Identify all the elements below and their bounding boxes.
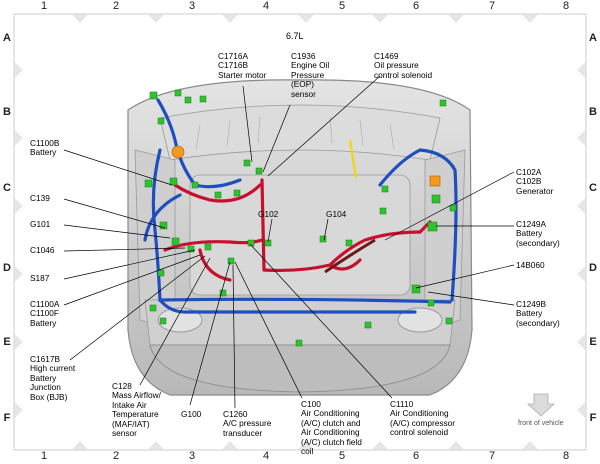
label-g104: G104: [326, 209, 347, 219]
row-d-left: D: [3, 262, 11, 274]
row-f-right: F: [589, 412, 597, 424]
col-8-top: 8: [562, 0, 570, 12]
row-f-left: F: [3, 412, 11, 424]
col-6-bottom: 6: [412, 450, 420, 462]
row-c-left: C: [3, 182, 11, 194]
row-a-right: A: [589, 32, 597, 44]
row-d-right: D: [589, 262, 597, 274]
label-c139: C139: [30, 193, 50, 203]
label-c100: C100 Air Conditioning (A/C) clutch and A…: [301, 399, 362, 457]
blue-harness: [143, 98, 458, 314]
col-3-top: 3: [188, 0, 196, 12]
col-5-top: 5: [338, 0, 346, 12]
label-s187: S187: [30, 273, 50, 283]
row-a-left: A: [3, 32, 11, 44]
front-bumper: [149, 344, 451, 393]
col-7-top: 7: [488, 0, 496, 12]
label-c1100b: C1100B Battery: [30, 138, 60, 158]
label-c1046: C1046: [30, 245, 55, 255]
label-c128: C128 Mass Airflow/ Intake Air Temperatur…: [112, 381, 161, 439]
label-c1110: C1110 Air Conditioning (A/C) compressor …: [390, 399, 456, 438]
leader-lines: [63, 75, 515, 409]
engine-label: 6.7L: [286, 31, 304, 41]
label-g101: G101: [30, 219, 51, 229]
label-c1249b: C1249B Battery (secondary): [516, 299, 560, 328]
row-e-left: E: [3, 336, 11, 348]
label-c1716: C1716A C1716B Starter motor: [218, 51, 267, 80]
col-6-top: 6: [412, 0, 420, 12]
col-8-bottom: 8: [562, 450, 570, 462]
connectors: [144, 89, 457, 347]
col-7-bottom: 7: [488, 450, 496, 462]
front-of-vehicle-label: front of vehicle: [518, 420, 564, 427]
row-e-right: E: [589, 336, 597, 348]
label-g100: G100: [181, 409, 202, 419]
col-1-bottom: 1: [40, 450, 48, 462]
col-4-top: 4: [262, 0, 270, 12]
label-c1100a: C1100A C1100F Battery: [30, 299, 60, 328]
front-arrow-icon: [526, 393, 556, 417]
col-4-bottom: 4: [262, 450, 270, 462]
col-2-bottom: 2: [112, 450, 120, 462]
col-5-bottom: 5: [338, 450, 346, 462]
label-g102: G102: [258, 209, 279, 219]
col-1-top: 1: [40, 0, 48, 12]
label-14b060: 14B060: [516, 260, 545, 270]
label-c1249a: C1249A Battery (secondary): [516, 219, 560, 248]
col-2-top: 2: [112, 0, 120, 12]
label-c1936: C1936 Engine Oil Pressure (EOP) sensor: [291, 51, 330, 99]
row-c-right: C: [589, 182, 597, 194]
label-c1617b: C1617B High current Battery Junction Box…: [30, 354, 76, 402]
label-c1260: C1260 A/C pressure transducer: [223, 409, 272, 438]
row-b-left: B: [3, 106, 11, 118]
row-b-right: B: [589, 106, 597, 118]
label-c1469: C1469 Oil pressure control solenoid: [374, 51, 433, 80]
col-3-bottom: 3: [188, 450, 196, 462]
dark-harness: [324, 238, 376, 274]
label-c102: C102A C102B Generator: [516, 167, 554, 196]
